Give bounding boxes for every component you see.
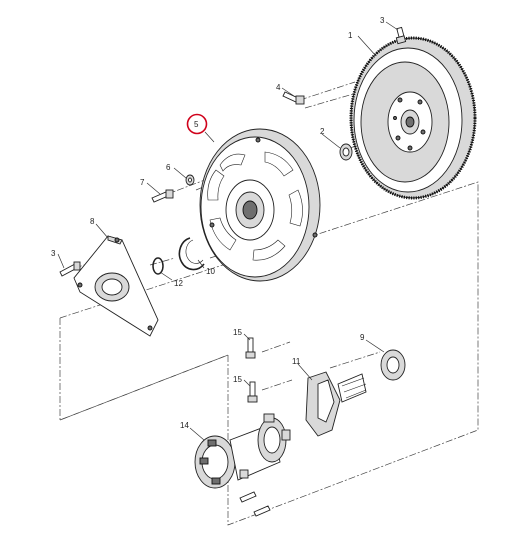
callout-14: 14 <box>180 421 189 430</box>
bolt-part-3-left <box>59 261 81 277</box>
callout-12: 12 <box>174 279 183 288</box>
leader-lines <box>57 21 399 441</box>
callout-15-upper: 15 <box>233 328 242 337</box>
drive-plate-part-5 <box>199 128 321 282</box>
callout-3-left: 3 <box>51 249 56 258</box>
bolt-part-7 <box>151 189 174 203</box>
bearing-part-2 <box>339 143 353 161</box>
callout-6: 6 <box>166 163 171 172</box>
nut-part-6 <box>185 174 195 186</box>
screws-bottom <box>239 491 271 517</box>
callout-9: 9 <box>360 333 365 342</box>
flywheel-part-1 <box>349 36 477 200</box>
callout-1: 1 <box>348 31 353 40</box>
callout-8: 8 <box>90 217 95 226</box>
callout-2: 2 <box>320 127 325 136</box>
bolt-part-4 <box>282 91 305 105</box>
bolt-part-15-upper <box>245 337 256 359</box>
callout-5: 5 <box>194 120 199 129</box>
retaining-ring-part-12 <box>152 257 164 275</box>
bolt-part-3-top <box>395 26 407 45</box>
callout-10: 10 <box>206 267 215 276</box>
seal-part-9 <box>380 349 406 381</box>
callout-15-lower: 15 <box>233 375 242 384</box>
snap-ring-part-10 <box>178 237 205 271</box>
callout-4: 4 <box>276 83 281 92</box>
adapter-plate-part-8 <box>73 235 159 337</box>
callout-11: 11 <box>292 357 301 366</box>
callout-labels: 1 3 4 2 5 6 7 8 3 10 12 15 15 11 9 14 <box>51 16 385 430</box>
callout-3-top: 3 <box>380 16 385 25</box>
highlight-circle-callout-5 <box>186 113 208 135</box>
coupling-part-14 <box>194 413 291 489</box>
yoke-part-11 <box>305 371 367 437</box>
bolt-part-15-lower <box>247 381 258 403</box>
callout-7: 7 <box>140 178 145 187</box>
